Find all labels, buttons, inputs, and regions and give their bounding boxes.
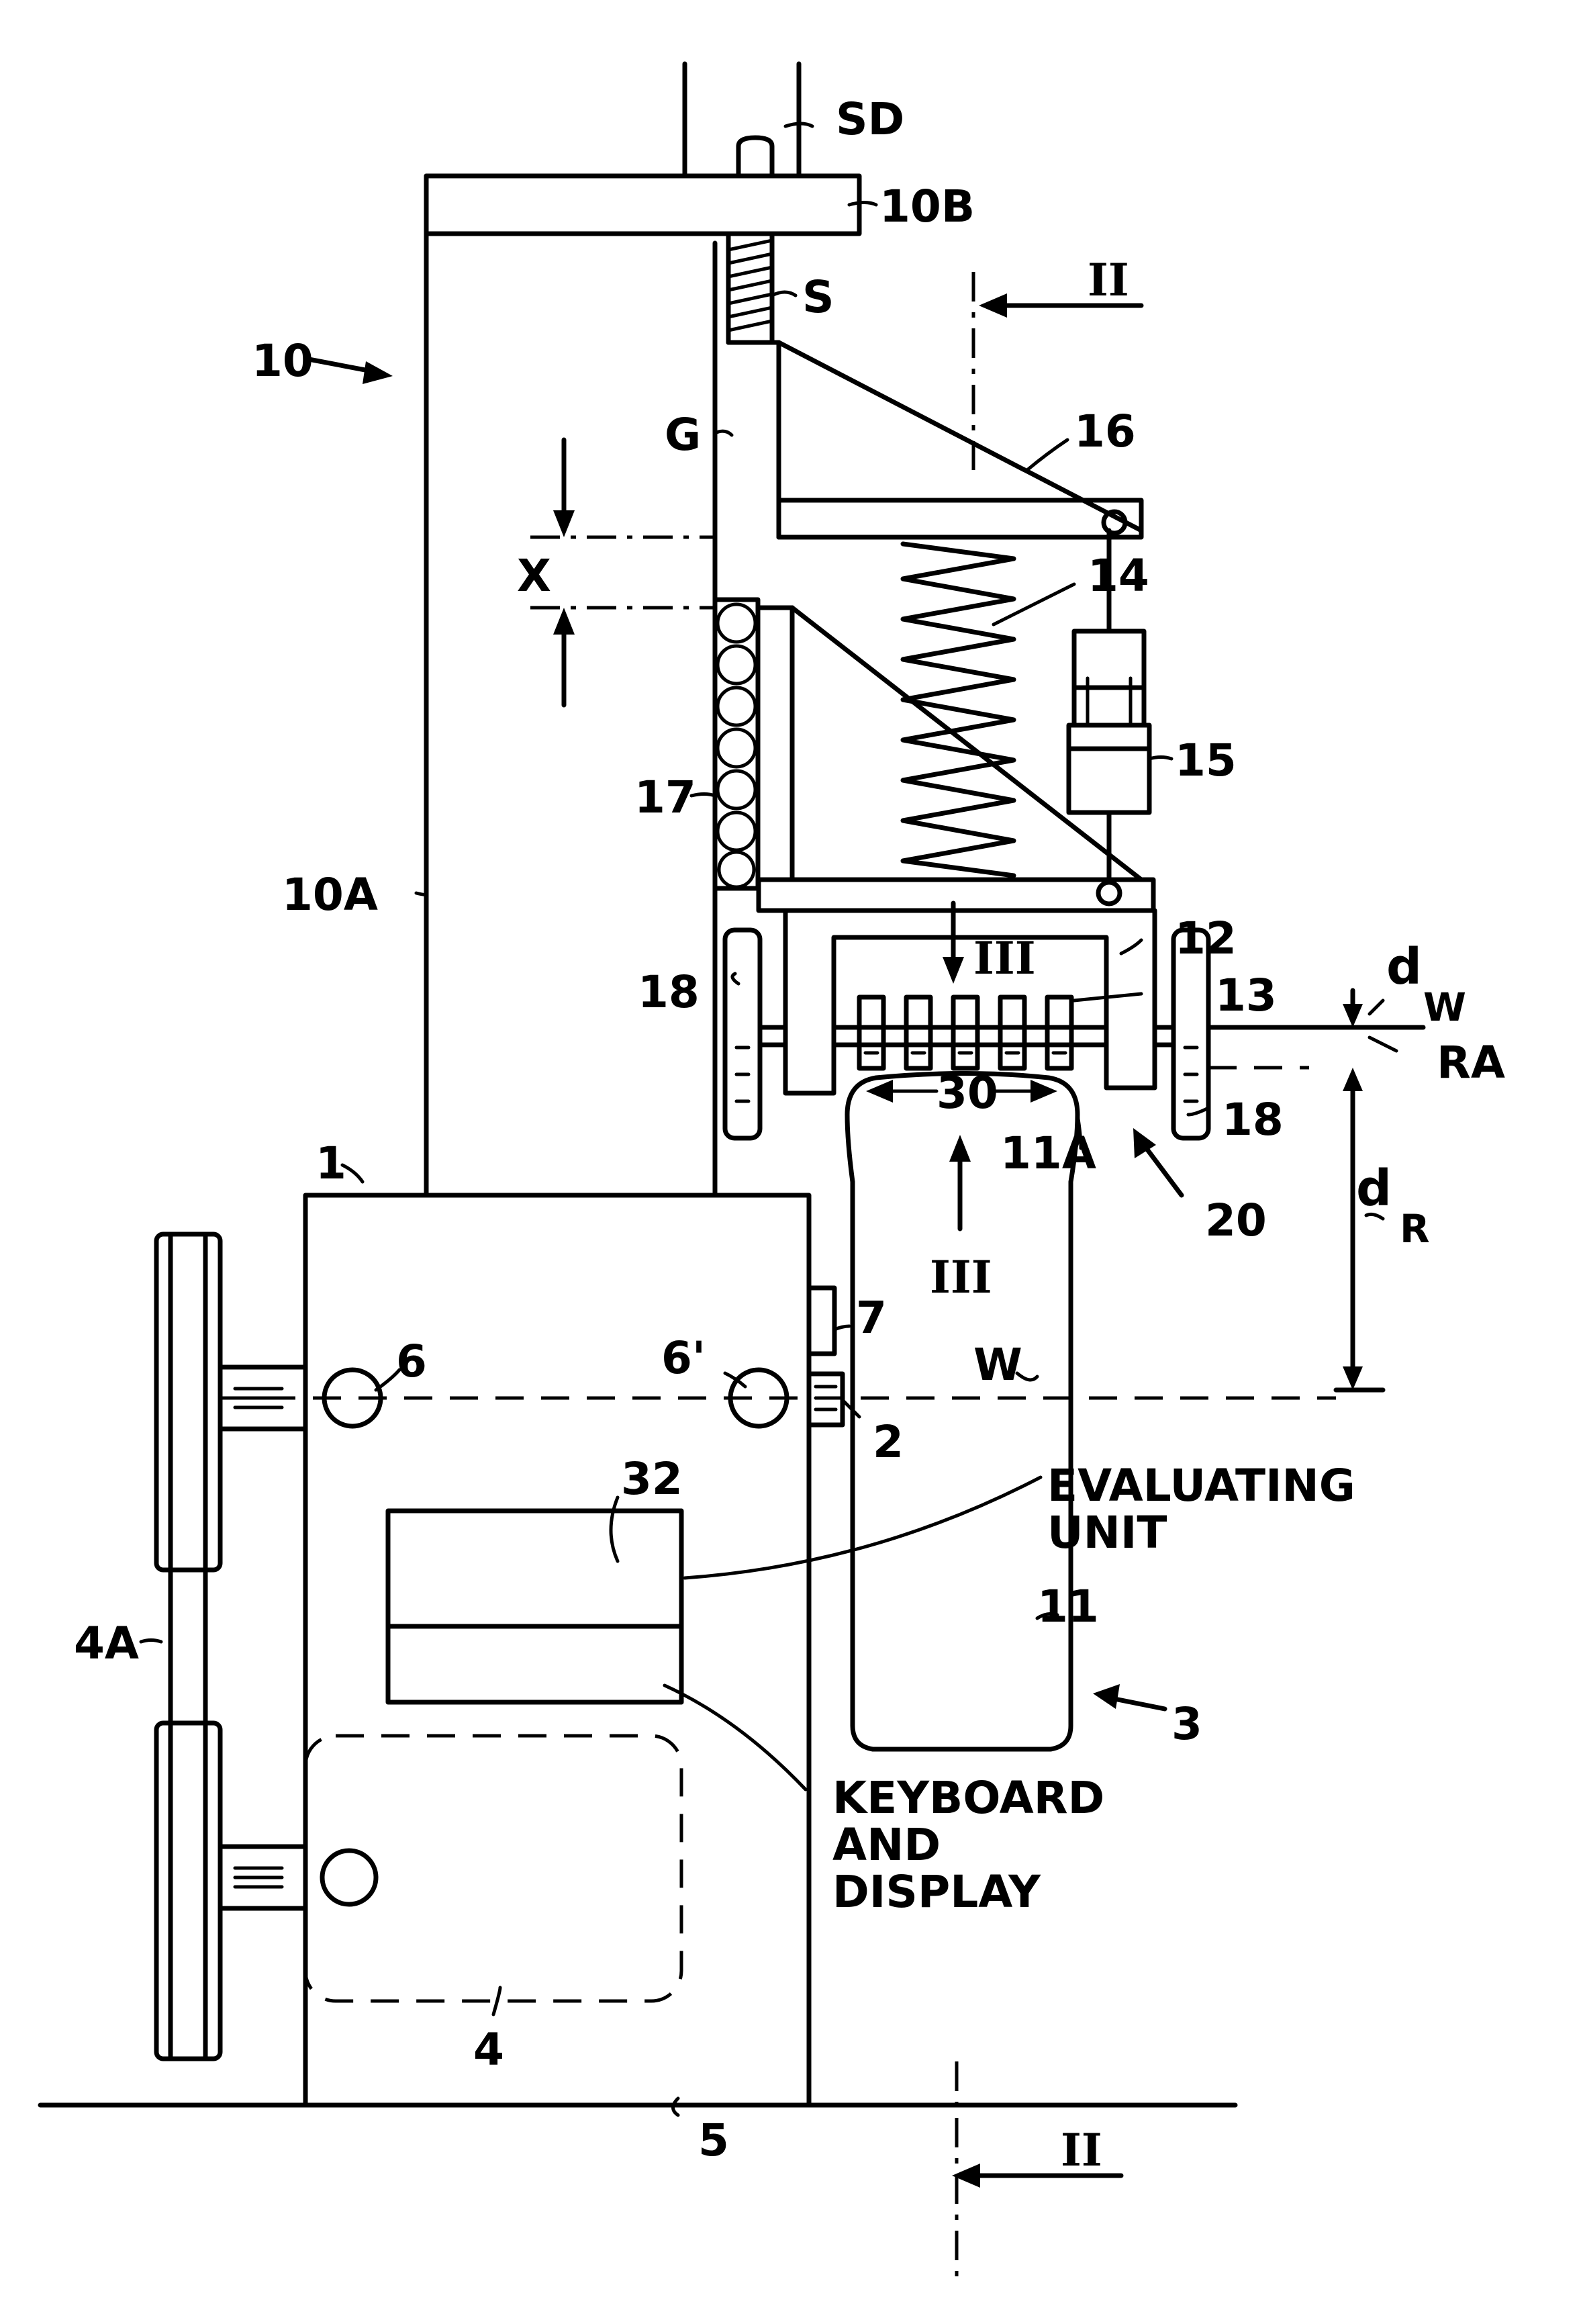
label-keyboard-1: KEYBOARD: [832, 1772, 1104, 1824]
label-w: W: [973, 1339, 1022, 1391]
label-32: 32: [621, 1453, 683, 1505]
dimension-x: [530, 440, 715, 705]
label-keyboard-3: DISPLAY: [832, 1866, 1041, 1918]
label-dr-sub: R: [1400, 1206, 1430, 1252]
label-section-ii-top: II: [1088, 254, 1129, 306]
ball-bearings-17: [715, 600, 758, 888]
label-7: 7: [856, 1292, 887, 1344]
label-6-prime: 6': [661, 1332, 706, 1384]
label-sd: SD: [836, 93, 904, 145]
label-4: 4: [473, 2024, 504, 2076]
rollers-13: [859, 997, 1071, 1068]
label-20: 20: [1205, 1195, 1267, 1246]
label-30: 30: [937, 1067, 998, 1119]
label-section-iii-bottom: III: [930, 1251, 992, 1303]
top-plate-10b: [426, 176, 859, 234]
label-section-ii-bottom: II: [1061, 2124, 1102, 2176]
label-s: S: [802, 271, 834, 323]
roller-frame-12: [785, 911, 1155, 1093]
label-17: 17: [634, 772, 696, 823]
label-15: 15: [1175, 735, 1237, 786]
label-10b: 10B: [879, 181, 975, 232]
label-dw-sub: W: [1423, 984, 1466, 1030]
label-18-left: 18: [638, 966, 700, 1018]
label-keyboard-2: AND: [832, 1819, 941, 1871]
label-10: 10: [252, 335, 314, 387]
label-18-right: 18: [1222, 1094, 1284, 1146]
label-g: G: [665, 409, 701, 461]
label-evaluating-unit-1: EVALUATING: [1047, 1460, 1355, 1512]
label-dr-d: d: [1356, 1160, 1392, 1217]
label-dw-d: d: [1386, 938, 1422, 996]
motor-4: [305, 1736, 681, 2001]
label-13: 13: [1215, 970, 1277, 1021]
label-6: 6: [396, 1336, 427, 1387]
screw-spindle-s: [728, 234, 772, 342]
label-11: 11: [1037, 1581, 1099, 1632]
label-x: X: [517, 550, 551, 602]
label-evaluating-unit-2: UNIT: [1047, 1507, 1167, 1559]
label-1: 1: [316, 1137, 346, 1189]
label-3: 3: [1171, 1698, 1202, 1750]
label-16: 16: [1074, 406, 1136, 457]
label-4a: 4A: [74, 1618, 139, 1669]
label-12: 12: [1175, 913, 1237, 964]
label-2: 2: [873, 1416, 904, 1468]
belt-drive-4a: [156, 1234, 305, 2059]
label-ra: RA: [1437, 1037, 1505, 1088]
lower-carriage: [758, 608, 1153, 911]
spindle-drive-sd: [685, 64, 799, 176]
label-10a: 10A: [282, 869, 378, 921]
label-11a: 11A: [1000, 1127, 1096, 1179]
base-housing-1: [305, 1195, 809, 2105]
label-5: 5: [698, 2114, 729, 2166]
label-section-iii-top: III: [973, 932, 1036, 984]
evaluating-unit-panel-32: [388, 1511, 681, 1702]
label-14: 14: [1088, 550, 1149, 602]
column-10a: [426, 176, 715, 1195]
